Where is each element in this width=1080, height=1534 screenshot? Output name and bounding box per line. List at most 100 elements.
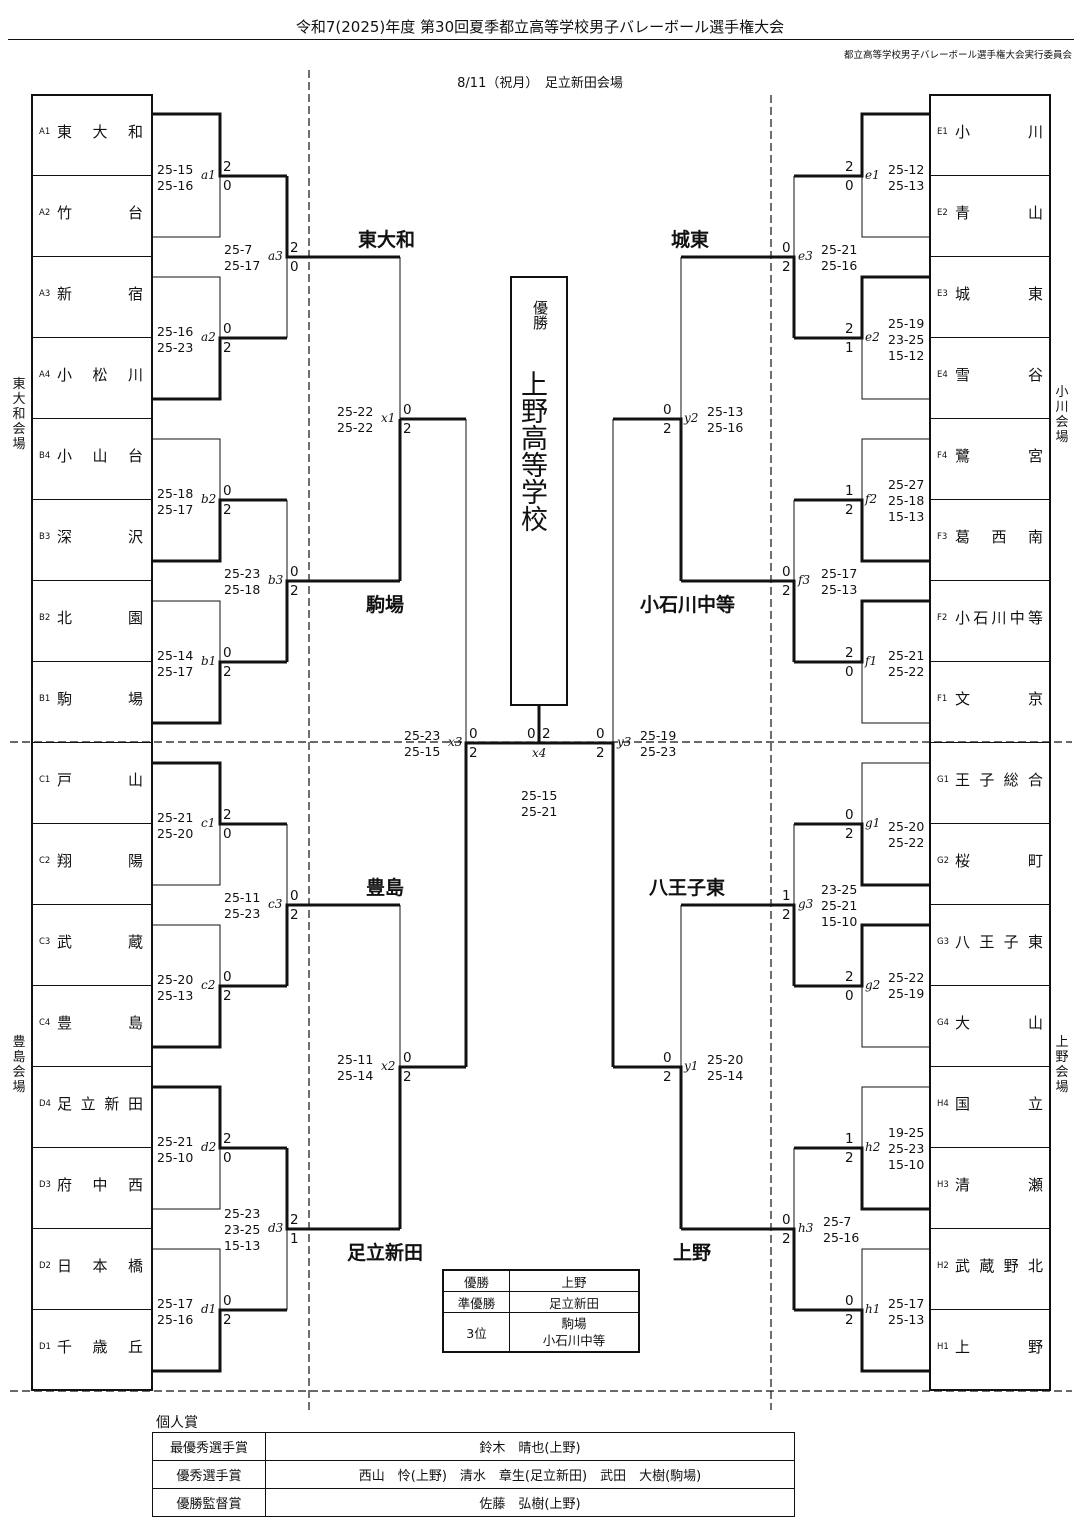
match-score: 0	[782, 1212, 791, 1228]
team-name: 北園	[57, 609, 143, 627]
match-score: 2	[542, 726, 551, 742]
team-name: 雪谷	[955, 366, 1043, 384]
table-row: 優勝 上野	[442, 1269, 640, 1292]
match-label: d2	[201, 1140, 217, 1154]
match-score: 0	[845, 178, 854, 194]
match-score: 2	[782, 583, 791, 599]
team-slot: F3 葛西南	[929, 500, 1051, 581]
table-row: 最優秀選手賞 鈴木 晴也(上野)	[152, 1432, 795, 1461]
team-name: 城東	[955, 285, 1043, 303]
match-score: 1	[845, 1131, 854, 1147]
set-scores: 25-13 25-16	[707, 404, 744, 435]
seed-label: G2	[937, 856, 949, 866]
team-name: 葛西南	[955, 528, 1043, 546]
title-divider	[8, 39, 1074, 40]
set-scores: 25-17 25-13	[821, 566, 858, 597]
match-label: b2	[201, 492, 217, 506]
team-name: 深沢	[57, 528, 143, 546]
team-name: 八王子東	[955, 933, 1043, 951]
set-scores: 25-11 25-14	[337, 1052, 374, 1083]
venue-label: 豊島会場	[12, 1035, 26, 1095]
team-name: 武蔵	[57, 933, 143, 951]
match-label: f2	[865, 492, 878, 506]
match-score: 0	[469, 726, 478, 742]
match-score: 2	[469, 745, 478, 761]
match-score: 0	[223, 1150, 232, 1166]
match-score: 2	[223, 502, 232, 518]
seed-label: B4	[39, 451, 51, 461]
match-label: e2	[865, 330, 880, 344]
rank-cell: 優勝	[442, 1269, 510, 1292]
team-name: 鷺宮	[955, 447, 1043, 465]
seed-label: F4	[937, 451, 948, 461]
champion-name: 上野高等学校	[516, 370, 547, 532]
set-scores: 25-19 23-25 15-12	[888, 316, 925, 363]
match-label: c1	[201, 816, 216, 830]
match-score: 2	[845, 645, 854, 661]
match-score: 2	[223, 807, 232, 823]
qualifier-name: 小石川中等	[640, 594, 736, 616]
match-score: 0	[845, 988, 854, 1004]
team-slot: E3 城東	[929, 257, 1051, 338]
team-name: 府中西	[57, 1176, 143, 1194]
match-label: h2	[865, 1140, 881, 1154]
match-label: d3	[268, 1221, 284, 1235]
seed-label: A4	[39, 370, 51, 380]
seed-label: F3	[937, 532, 948, 542]
match-label: a1	[201, 168, 216, 182]
match-score: 2	[845, 159, 854, 175]
match-score: 2	[782, 259, 791, 275]
team-name: 竹台	[57, 204, 143, 222]
match-score: 2	[663, 1069, 672, 1085]
match-score: 1	[845, 483, 854, 499]
team-name: 足立新田	[57, 1095, 143, 1113]
seed-label: B3	[39, 532, 51, 542]
set-scores: 25-15 25-16	[157, 162, 194, 193]
seed-label: D4	[39, 1099, 51, 1109]
match-score: 1	[845, 340, 854, 356]
match-label: x4	[532, 746, 547, 760]
qualifier-name: 駒場	[366, 594, 405, 616]
match-score: 0	[527, 726, 536, 742]
match-score: 0	[403, 402, 412, 418]
match-score: 0	[845, 664, 854, 680]
set-scores: 25-14 25-17	[157, 648, 194, 679]
match-score: 2	[223, 988, 232, 1004]
match-score: 2	[845, 1312, 854, 1328]
match-score: 0	[403, 1050, 412, 1066]
set-scores: 25-20 25-13	[157, 972, 194, 1003]
match-label: x3	[448, 735, 463, 749]
team-name: 国立	[955, 1095, 1043, 1113]
team-name: 小松川	[57, 366, 143, 384]
qualifier-name: 上野	[673, 1242, 712, 1264]
match-score: 2	[782, 907, 791, 923]
team-line: 駒場	[561, 1316, 587, 1331]
match-score: 0	[596, 726, 605, 742]
match-score: 2	[223, 340, 232, 356]
match-label: x2	[381, 1059, 396, 1073]
table-row: 優秀選手賞 西山 怜(上野) 清水 章生(足立新田) 武田 大樹(駒場)	[152, 1460, 795, 1489]
winner-cell: 佐藤 弘樹(上野)	[265, 1488, 795, 1517]
set-scores: 19-25 25-23 15-10	[888, 1125, 925, 1172]
venue-label: 上野会場	[1055, 1035, 1069, 1095]
match-score: 0	[290, 259, 299, 275]
rank-cell: 3位	[442, 1312, 510, 1353]
team-name: 小川	[955, 123, 1043, 141]
team-name: 清瀬	[955, 1176, 1043, 1194]
match-score: 0	[290, 564, 299, 580]
match-score: 0	[845, 807, 854, 823]
table-row: 3位 駒場 小石川中等	[442, 1312, 640, 1353]
seed-label: E3	[937, 289, 948, 299]
set-scores: 25-22 25-19	[888, 970, 925, 1001]
team-slot: F4 鷺宮	[929, 419, 1051, 500]
